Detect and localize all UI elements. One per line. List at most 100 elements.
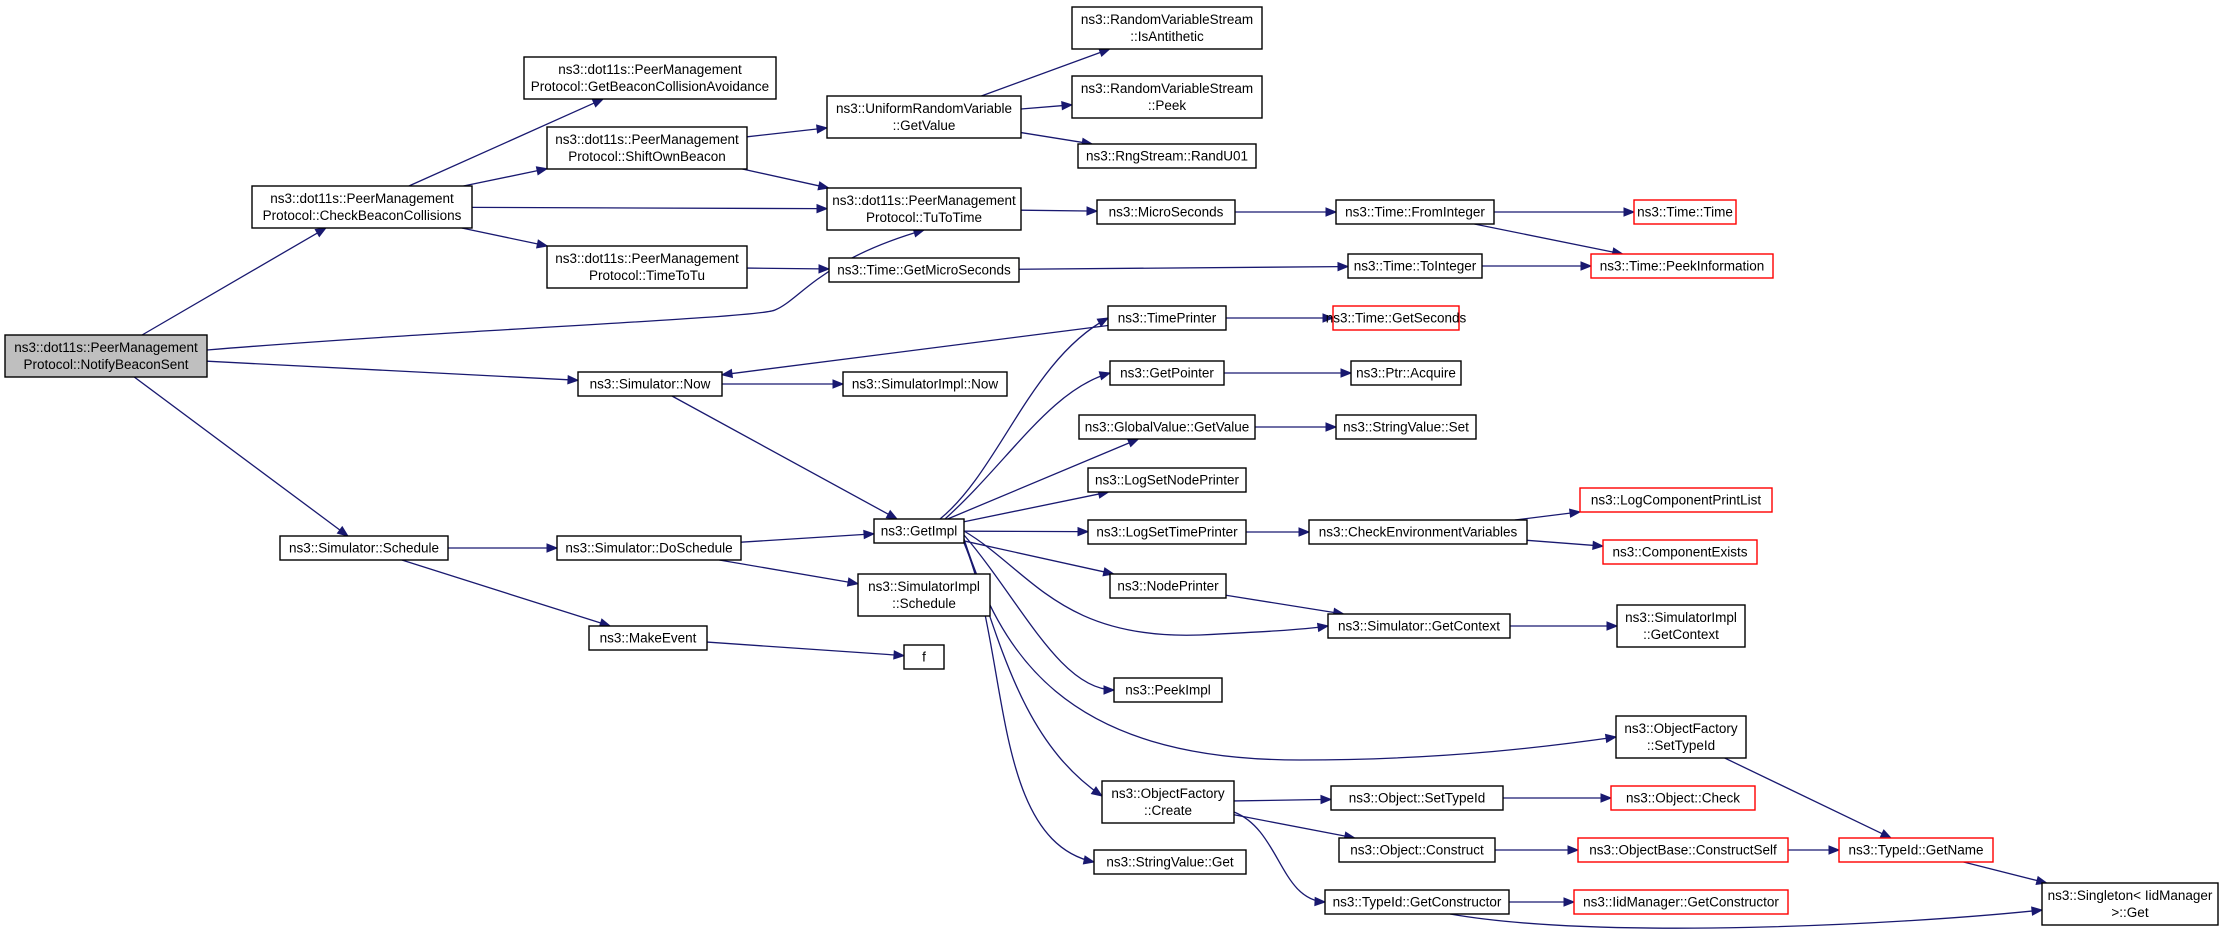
node-checkenv-box [1308, 519, 1528, 545]
node-shift-label-0: ns3::dot11s::PeerManagement [555, 132, 739, 147]
node-microsec-box [1096, 199, 1236, 225]
node-getbca-box [523, 56, 777, 100]
edge-getimpl-to-timeprinter [939, 317, 1110, 520]
node-randu01[interactable]: ns3::RngStream::RandU01 [1077, 143, 1257, 169]
node-iidgetctor[interactable]: ns3::IidManager::GetConstructor [1573, 889, 1789, 915]
node-getmicro[interactable]: ns3::Time::GetMicroSeconds [828, 257, 1020, 283]
node-compexists[interactable]: ns3::ComponentExists [1602, 539, 1758, 565]
node-objconstruct-label-0: ns3::Object::Construct [1350, 843, 1484, 858]
edge-ofcreate-to-typeidgetctor [1233, 811, 1327, 907]
node-getseconds[interactable]: ns3::Time::GetSeconds [1326, 305, 1467, 331]
node-objsettypeid-label-0: ns3::Object::SetTypeId [1349, 791, 1486, 806]
node-ofcreate-box [1101, 780, 1235, 824]
node-gvgetvalue-label-0: ns3::GlobalValue::GetValue [1085, 420, 1250, 435]
node-getbca[interactable]: ns3::dot11s::PeerManagementProtocol::Get… [523, 56, 777, 100]
edge-doschedule-to-simimplsched [719, 559, 860, 587]
node-getmicro-box [828, 257, 1020, 283]
node-getpointer-box [1109, 360, 1225, 386]
node-logsetnode[interactable]: ns3::LogSetNodePrinter [1087, 467, 1247, 493]
node-svget[interactable]: ns3::StringValue::Get [1093, 849, 1247, 875]
node-root[interactable]: ns3::dot11s::PeerManagementProtocol::Not… [4, 334, 208, 378]
node-singletonget[interactable]: ns3::Singleton< IidManager >::Get [2041, 882, 2219, 926]
node-obconstructself-label-0: ns3::ObjectBase::ConstructSelf [1589, 843, 1777, 858]
node-urvget[interactable]: ns3::UniformRandomVariable::GetValue [826, 95, 1022, 139]
node-shift-label-1: Protocol::ShiftOwnBeacon [568, 149, 726, 164]
node-timetotu[interactable]: ns3::dot11s::PeerManagementProtocol::Tim… [546, 245, 748, 289]
node-frominteger[interactable]: ns3::Time::FromInteger [1335, 199, 1495, 225]
node-simschedule[interactable]: ns3::Simulator::Schedule [279, 535, 449, 561]
node-getbca-label-0: ns3::dot11s::PeerManagement [558, 62, 742, 77]
node-doschedule[interactable]: ns3::Simulator::DoSchedule [556, 535, 742, 561]
node-timetime[interactable]: ns3::Time::Time [1633, 199, 1737, 225]
node-svset[interactable]: ns3::StringValue::Set [1335, 414, 1477, 440]
node-ptracquire-box [1350, 360, 1462, 386]
node-peek[interactable]: ns3::RandomVariableStream::Peek [1071, 75, 1263, 119]
node-timeprinter[interactable]: ns3::TimePrinter [1107, 305, 1227, 331]
node-getimpl[interactable]: ns3::GetImpl [873, 518, 965, 544]
node-objconstruct[interactable]: ns3::Object::Construct [1338, 837, 1496, 863]
node-singletonget-box [2041, 882, 2219, 926]
node-peekimpl[interactable]: ns3::PeekImpl [1113, 677, 1223, 703]
node-typeidgetctor-box [1324, 889, 1510, 915]
node-urvget-label-1: ::GetValue [893, 118, 956, 133]
node-ofcreate[interactable]: ns3::ObjectFactory::Create [1101, 780, 1235, 824]
node-simimplsched-label-1: ::Schedule [892, 596, 956, 611]
node-objcheck[interactable]: ns3::Object::Check [1610, 785, 1756, 811]
node-simnow-box [577, 371, 723, 397]
node-tutotime[interactable]: ns3::dot11s::PeerManagementProtocol::TuT… [826, 187, 1022, 231]
node-simimplsched[interactable]: ns3::SimulatorImpl::Schedule [857, 573, 991, 617]
node-typeidgetctor[interactable]: ns3::TypeId::GetConstructor [1324, 889, 1510, 915]
node-objcheck-box [1610, 785, 1756, 811]
node-objsettypeid-box [1330, 785, 1504, 811]
node-nodeprinter[interactable]: ns3::NodePrinter [1109, 573, 1227, 599]
node-shift[interactable]: ns3::dot11s::PeerManagementProtocol::Shi… [546, 126, 748, 170]
edge-getimpl-to-logsetnode [963, 489, 1110, 523]
node-getcontext[interactable]: ns3::Simulator::GetContext [1327, 613, 1511, 639]
node-tointeger[interactable]: ns3::Time::ToInteger [1347, 253, 1483, 279]
node-logcomplist-label-0: ns3::LogComponentPrintList [1591, 493, 1762, 508]
node-logcomplist[interactable]: ns3::LogComponentPrintList [1579, 487, 1773, 513]
edge-ofcreate-to-objsettypeid [1233, 794, 1333, 805]
node-simimplnow[interactable]: ns3::SimulatorImpl::Now [842, 371, 1008, 397]
node-peek-label-1: ::Peek [1148, 98, 1187, 113]
node-peekinfo[interactable]: ns3::Time::PeekInformation [1590, 253, 1774, 279]
node-simnow[interactable]: ns3::Simulator::Now [577, 371, 723, 397]
node-f[interactable]: f [903, 644, 945, 670]
node-simschedule-box [279, 535, 449, 561]
node-tointeger-label-0: ns3::Time::ToInteger [1354, 259, 1477, 274]
node-getseconds-box [1332, 305, 1460, 331]
node-getpointer[interactable]: ns3::GetPointer [1109, 360, 1225, 386]
node-typeidgetname[interactable]: ns3::TypeId::GetName [1838, 837, 1994, 863]
node-simimplctx[interactable]: ns3::SimulatorImpl::GetContext [1616, 604, 1746, 648]
edge-doschedule-to-getimpl [740, 529, 876, 543]
node-timetotu-label-0: ns3::dot11s::PeerManagement [555, 251, 739, 266]
edge-objconstruct-to-obconstructself [1495, 845, 1580, 855]
node-getcontext-box [1327, 613, 1511, 639]
node-f-box [903, 644, 945, 670]
node-peek-label-0: ns3::RandomVariableStream [1081, 81, 1253, 96]
node-doschedule-label-0: ns3::Simulator::DoSchedule [565, 541, 732, 556]
edge-simnow-to-getimpl [671, 395, 899, 520]
node-urvget-label-0: ns3::UniformRandomVariable [836, 101, 1012, 116]
node-makeevent[interactable]: ns3::MakeEvent [588, 625, 708, 651]
node-obconstructself[interactable]: ns3::ObjectBase::ConstructSelf [1577, 837, 1789, 863]
node-ptracquire-label-0: ns3::Ptr::Acquire [1356, 366, 1456, 381]
node-ofsettypeid[interactable]: ns3::ObjectFactory::SetTypeId [1615, 715, 1747, 759]
node-timeprinter-label-0: ns3::TimePrinter [1118, 311, 1217, 326]
node-timetime-label-0: ns3::Time::Time [1637, 205, 1733, 220]
node-logsettime[interactable]: ns3::LogSetTimePrinter [1087, 519, 1247, 545]
node-microsec[interactable]: ns3::MicroSeconds [1096, 199, 1236, 225]
node-checkcoll[interactable]: ns3::dot11s::PeerManagementProtocol::Che… [251, 185, 473, 229]
edge-microsec-to-frominteger [1235, 207, 1338, 217]
node-objsettypeid[interactable]: ns3::Object::SetTypeId [1330, 785, 1504, 811]
call-edges [133, 48, 2049, 929]
node-getimpl-label-0: ns3::GetImpl [881, 524, 958, 539]
node-ptracquire[interactable]: ns3::Ptr::Acquire [1350, 360, 1462, 386]
node-isanti[interactable]: ns3::RandomVariableStream::IsAntithetic [1071, 6, 1263, 50]
node-getcontext-label-0: ns3::Simulator::GetContext [1338, 619, 1500, 634]
node-gvgetvalue[interactable]: ns3::GlobalValue::GetValue [1078, 414, 1256, 440]
edge-makeevent-to-f [706, 641, 906, 660]
node-shift-box [546, 126, 748, 170]
node-ofsettypeid-label-1: ::SetTypeId [1647, 738, 1715, 753]
node-checkenv[interactable]: ns3::CheckEnvironmentVariables [1308, 519, 1528, 545]
